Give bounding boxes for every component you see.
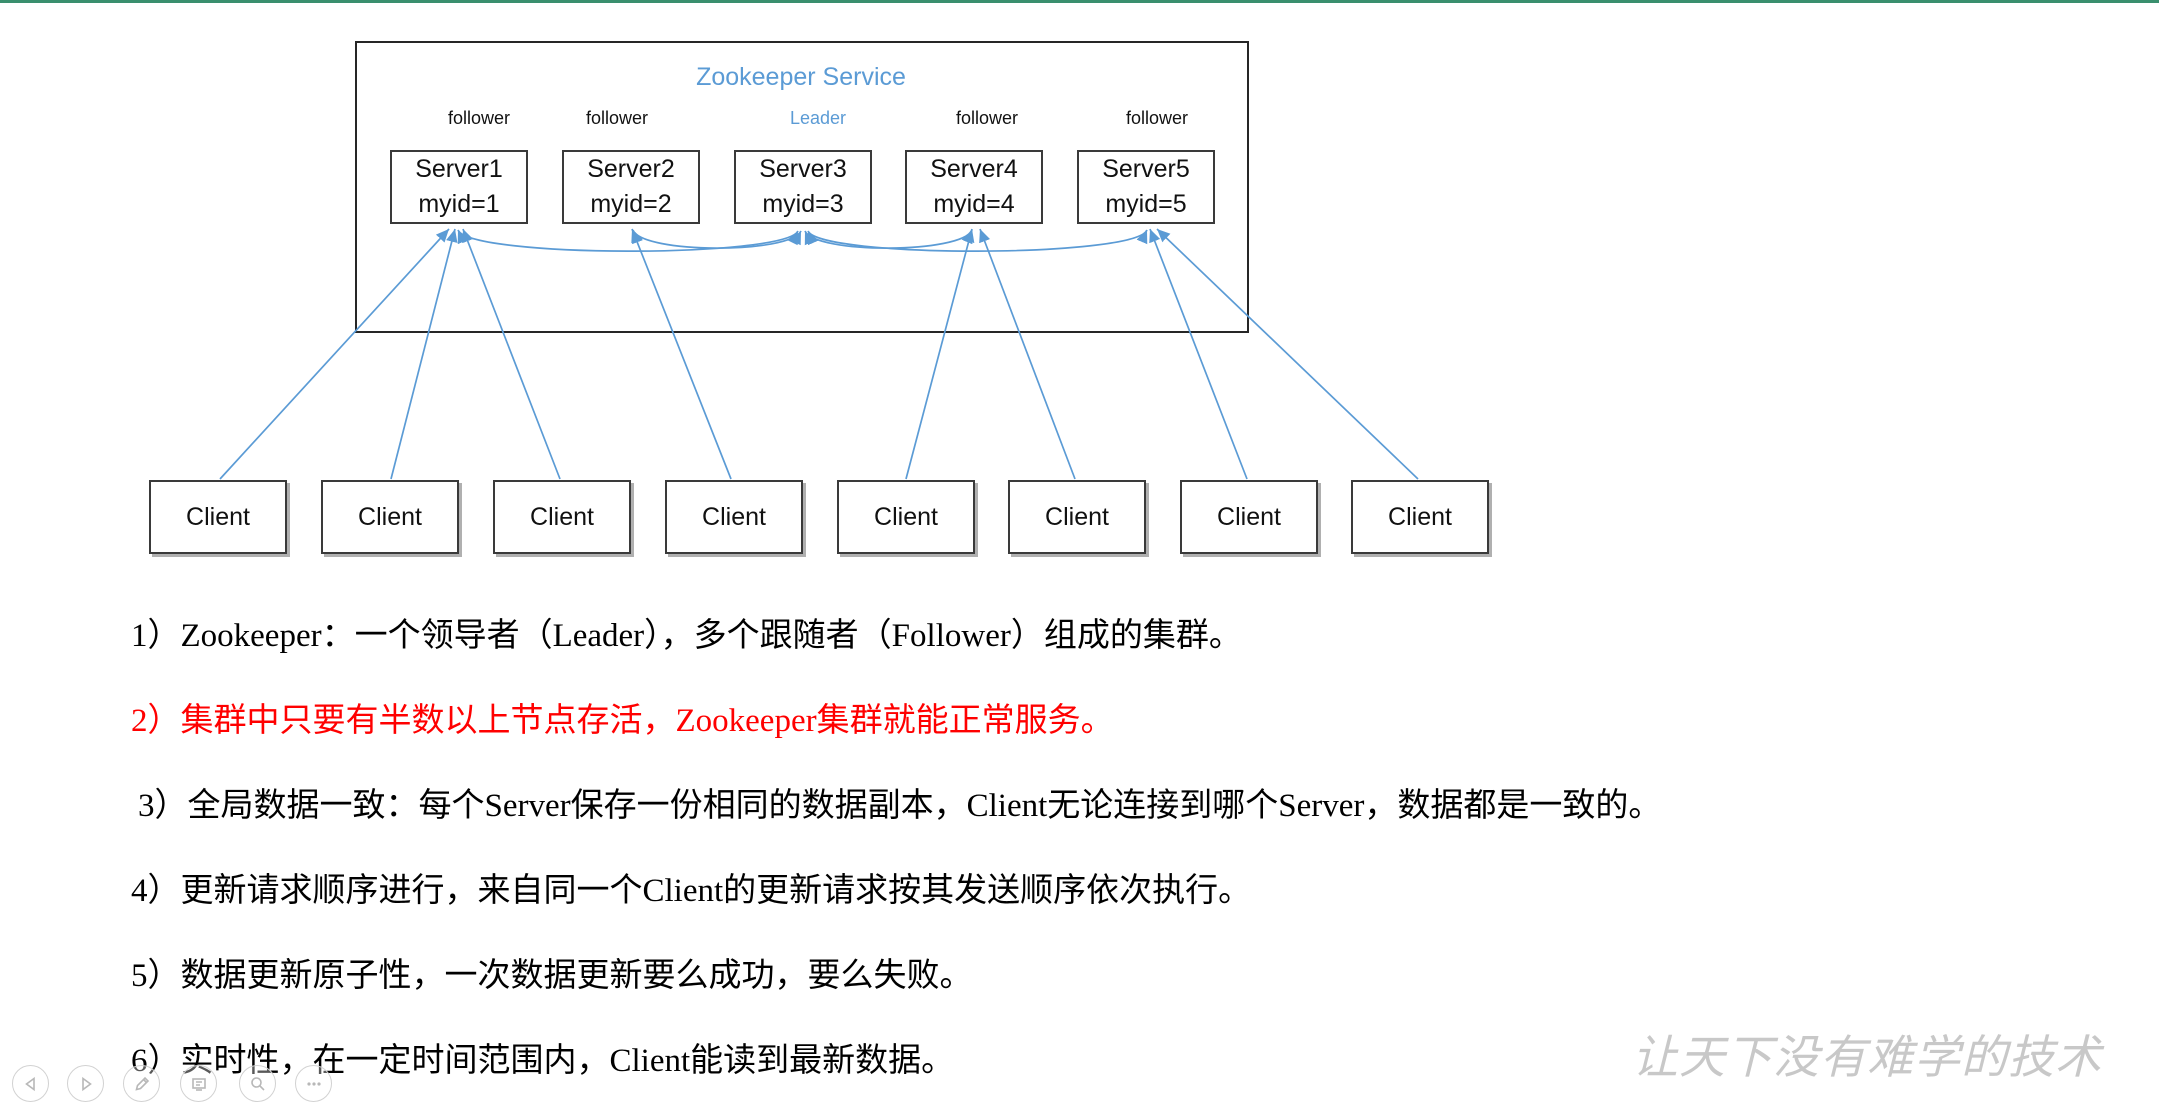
connector-client7-server5 <box>1149 228 1248 480</box>
server3-role-label: Leader <box>789 108 847 128</box>
pen-button[interactable] <box>123 1065 160 1102</box>
sync-arc-server3-server4 <box>804 229 973 249</box>
zoom-icon <box>250 1076 265 1091</box>
connector-client6-server4 <box>979 228 1076 480</box>
feature-point-1: 1）Zookeeper：一个领导者（Leader），多个跟随者（Follower… <box>131 618 1242 654</box>
sync-arc-server1-server3 <box>457 229 799 252</box>
zoom-button[interactable] <box>239 1065 276 1102</box>
server4-role-label: follower <box>955 108 1019 128</box>
service-title: Zookeeper Service <box>696 63 906 91</box>
connector-client8-server5 <box>1156 228 1419 480</box>
slides-button[interactable] <box>180 1065 217 1102</box>
connector-client3-server1 <box>462 228 561 480</box>
server3-myid: myid=3 <box>762 190 844 218</box>
client3-box: Client <box>493 480 631 554</box>
client7-box: Client <box>1180 480 1318 554</box>
more-button[interactable] <box>295 1065 332 1102</box>
slides-icon <box>191 1077 206 1091</box>
server2-role-label: follower <box>585 108 649 128</box>
client1-box: Client <box>149 480 287 554</box>
server2-name: Server2 <box>587 155 675 183</box>
connector-layer <box>219 228 1419 480</box>
feature-point-6: 6）实时性，在一定时间范围内，Client能读到最新数据。 <box>131 1043 955 1079</box>
server5-box: Server5 myid=5 <box>1077 150 1215 224</box>
feature-point-3: 3）全局数据一致：每个Server保存一份相同的数据副本，Client无论连接到… <box>138 788 1662 824</box>
client5-box: Client <box>837 480 975 554</box>
previous-slide-icon <box>24 1076 35 1091</box>
feature-point-4: 4）更新请求顺序进行，来自同一个Client的更新请求按其发送顺序依次执行。 <box>131 873 1252 909</box>
client8-box: Client <box>1351 480 1489 554</box>
server3-name: Server3 <box>759 155 847 183</box>
server1-box: Server1 myid=1 <box>390 150 528 224</box>
previous-slide-button[interactable] <box>12 1065 49 1102</box>
feature-point-2: 2）集群中只要有半数以上节点存活，Zookeeper集群就能正常服务。 <box>131 703 1114 739</box>
sync-arc-server2-server3 <box>632 229 802 249</box>
server2-myid: myid=2 <box>590 190 672 218</box>
connector-client4-server2 <box>631 228 732 480</box>
sync-arc-server3-server5 <box>807 229 1148 252</box>
client6-box: Client <box>1008 480 1146 554</box>
top-rule <box>0 0 2159 3</box>
server5-name: Server5 <box>1102 155 1190 183</box>
server4-box: Server4 myid=4 <box>905 150 1043 224</box>
server5-role-label: follower <box>1125 108 1189 128</box>
connector-client1-server1 <box>219 228 450 480</box>
feature-list: 1）Zookeeper：一个领导者（Leader），多个跟随者（Follower… <box>131 594 2031 1104</box>
client2-box: Client <box>321 480 459 554</box>
next-slide-button[interactable] <box>67 1065 104 1102</box>
client4-box: Client <box>665 480 803 554</box>
zookeeper-service-frame <box>355 41 1249 333</box>
watermark: 让天下没有难学的技术 <box>1632 1030 2102 1084</box>
server4-name: Server4 <box>930 155 1018 183</box>
connector-client2-server1 <box>390 228 458 480</box>
connector-client5-server4 <box>905 228 975 480</box>
feature-point-5: 5）数据更新原子性，一次数据更新要么成功，要么失败。 <box>131 958 973 994</box>
server1-role-label: follower <box>447 108 511 128</box>
next-slide-icon <box>81 1076 92 1091</box>
server5-myid: myid=5 <box>1105 190 1187 218</box>
pen-icon <box>134 1076 149 1091</box>
server3-box: Server3 myid=3 <box>734 150 872 224</box>
more-icon <box>306 1081 321 1086</box>
server1-name: Server1 <box>415 155 503 183</box>
server4-myid: myid=4 <box>933 190 1015 218</box>
server2-box: Server2 myid=2 <box>562 150 700 224</box>
server1-myid: myid=1 <box>418 190 500 218</box>
